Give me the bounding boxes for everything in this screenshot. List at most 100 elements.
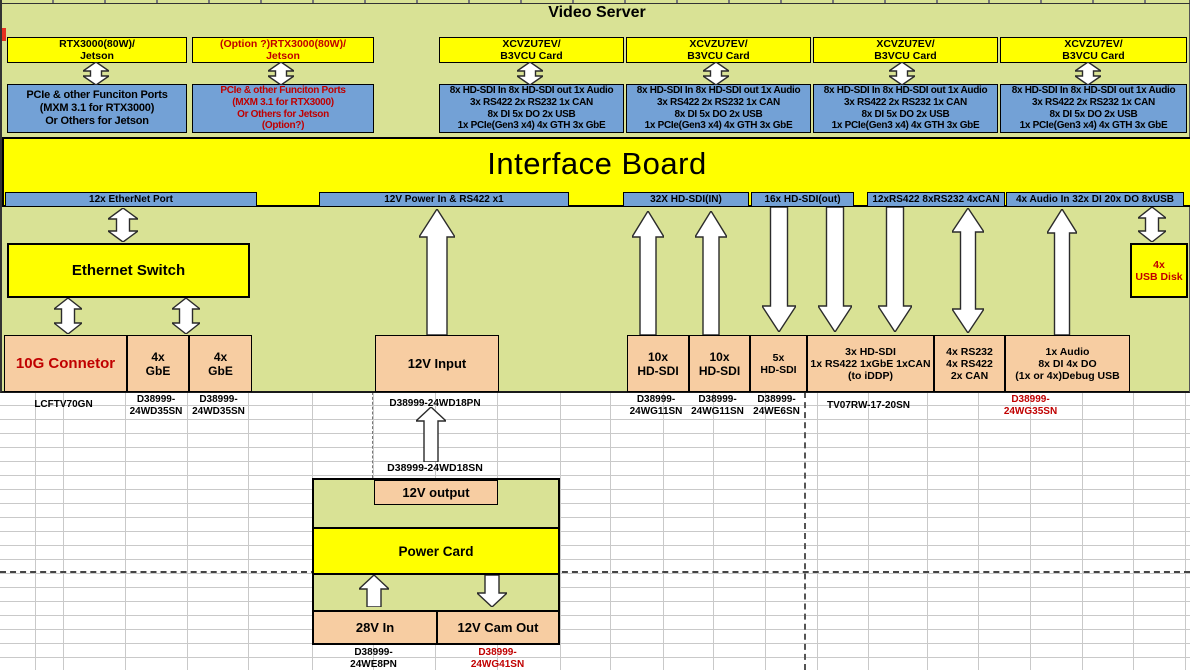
power-card-assembly[interactable]: Power Card 28V In 12V Cam Out 12V output bbox=[312, 478, 560, 645]
ethernet-switch[interactable]: Ethernet Switch bbox=[7, 243, 250, 298]
label-line: 24WG41SN bbox=[470, 658, 525, 670]
label-line: 1x PCIe(Gen3 x4) 4x GTH 3x GbE bbox=[457, 120, 606, 132]
box-10g-connector[interactable]: 10G Connetor bbox=[4, 335, 127, 392]
label-line: 4x RS232 bbox=[946, 345, 993, 358]
label-line: D38999-24WD18PN bbox=[389, 398, 481, 409]
grid-column-line bbox=[560, 392, 561, 670]
label-line: (to iDDP) bbox=[848, 369, 893, 382]
box-audio-di-do-usb[interactable]: 1x Audio 8x DI 4x DO (1x or 4x)Debug USB bbox=[1005, 335, 1130, 392]
label-line: XCVZU7EV/ bbox=[689, 38, 748, 50]
vcu-io-ports-2[interactable]: 8x HD-SDI In 8x HD-SDI out 1x Audio 3x R… bbox=[626, 84, 811, 133]
label-line: HD-SDI bbox=[698, 363, 741, 378]
label-line: 3x RS422 2x RS232 1x CAN bbox=[1032, 96, 1155, 108]
label-line: USB Disk bbox=[1135, 270, 1183, 283]
box-10x-hdsdi-1[interactable]: 10x HD-SDI bbox=[627, 335, 689, 392]
connector-24we6sn: D38999- 24WE6SN bbox=[748, 394, 805, 417]
vcu-card-2[interactable]: XCVZU7EV/ B3VCU Card bbox=[626, 37, 811, 63]
label-line: GbE bbox=[145, 363, 171, 378]
column-ticks bbox=[2, 0, 1190, 3]
grid-column-line bbox=[765, 392, 766, 670]
grid-column-line bbox=[1030, 392, 1031, 670]
vcu-card-1[interactable]: XCVZU7EV/ B3VCU Card bbox=[439, 37, 624, 63]
grid-column-line bbox=[663, 392, 664, 670]
grid-column-line bbox=[1185, 392, 1186, 670]
label-line: 1x Audio bbox=[1045, 345, 1090, 358]
label-line: D38999- bbox=[636, 394, 676, 405]
label-line: 1x RS422 1xGbE 1xCAN bbox=[810, 357, 931, 370]
label-line: XCVZU7EV/ bbox=[876, 38, 935, 50]
vcu-io-ports-3[interactable]: 8x HD-SDI In 8x HD-SDI out 1x Audio 3x R… bbox=[813, 84, 998, 133]
box-10x-hdsdi-2[interactable]: 10x HD-SDI bbox=[689, 335, 750, 392]
label-line: PCIe & other Funciton Ports bbox=[26, 89, 168, 101]
label-line: 8x DI 5x DO 2x USB bbox=[1049, 108, 1138, 120]
vcu-io-ports-4[interactable]: 8x HD-SDI In 8x HD-SDI out 1x Audio 3x R… bbox=[1000, 84, 1187, 133]
box-3x-hdsdi-iddp[interactable]: 3x HD-SDI 1x RS422 1xGbE 1xCAN (to iDDP) bbox=[807, 335, 934, 392]
label-line: (MXM 3.1 for RTX3000) bbox=[232, 96, 334, 108]
label-line: (Option?) bbox=[261, 120, 305, 132]
label-line: Jetson bbox=[80, 50, 114, 62]
grid-column-line bbox=[817, 392, 818, 670]
gpu-card[interactable]: RTX3000(80W)/ Jetson bbox=[7, 37, 187, 63]
port-serial[interactable]: 12xRS422 8xRS232 4xCAN bbox=[867, 192, 1005, 207]
grid-column-line bbox=[610, 392, 611, 670]
grid-column-line bbox=[927, 392, 928, 670]
connector-24wd18pn: D38999-24WD18PN bbox=[360, 398, 510, 410]
page-break-dashed-vertical-short bbox=[372, 392, 373, 478]
connector-24wg11sn-1: D38999- 24WG11SN bbox=[625, 394, 687, 417]
label-line: (MXM 3.1 for RTX3000) bbox=[39, 102, 155, 114]
label-line: D38999- bbox=[698, 394, 737, 405]
label-line: (1x or 4x)Debug USB bbox=[1015, 369, 1120, 382]
label-line: B3VCU Card bbox=[687, 50, 750, 62]
grid-column-line bbox=[978, 392, 979, 670]
port-sdi-in[interactable]: 32X HD-SDI(IN) bbox=[623, 192, 749, 207]
connector-tv07rw: TV07RW-17-20SN bbox=[805, 400, 932, 412]
box-4x-gbe-1[interactable]: 4x GbE bbox=[127, 335, 189, 392]
label-line: D38999- bbox=[354, 647, 393, 658]
diagram-background: Video Server RTX3000(80W)/ Jetson (Optio… bbox=[0, 0, 1190, 393]
grid-column-line bbox=[35, 392, 36, 670]
box-rs232-rs422-can[interactable]: 4x RS232 4x RS422 2x CAN bbox=[934, 335, 1005, 392]
grid-column-line bbox=[1133, 392, 1134, 670]
label-line: 8x HD-SDI In 8x HD-SDI out 1x Audio bbox=[823, 84, 988, 96]
power-12v-output[interactable]: 12V output bbox=[374, 480, 498, 505]
label-line: Ethernet Switch bbox=[71, 262, 186, 279]
label-line: XCVZU7EV/ bbox=[502, 38, 561, 50]
label-line: D38999- bbox=[136, 394, 176, 405]
gpu-card-option[interactable]: (Option ?)RTX3000(80W)/ Jetson bbox=[192, 37, 374, 63]
connector-24wg35sn: D38999- 24WG35SN bbox=[968, 394, 1093, 417]
label-line: LCFTV70GN bbox=[34, 399, 93, 410]
power-12v-cam-out[interactable]: 12V Cam Out bbox=[437, 610, 558, 643]
interface-board-label: Interface Board bbox=[487, 146, 707, 181]
connector-24wd35sn-2: D38999- 24WD35SN bbox=[187, 394, 250, 417]
usb-disk[interactable]: 4x USB Disk bbox=[1130, 243, 1188, 298]
port-sdi-out[interactable]: 16x HD-SDI(out) bbox=[751, 192, 854, 207]
box-4x-gbe-2[interactable]: 4x GbE bbox=[189, 335, 252, 392]
box-12v-input[interactable]: 12V Input bbox=[375, 335, 499, 392]
connector-24wg11sn-2: D38999- 24WG11SN bbox=[687, 394, 748, 417]
box-5x-hdsdi[interactable]: 5x HD-SDI bbox=[750, 335, 807, 392]
label-line: 24WE8PN bbox=[350, 658, 397, 670]
label-line: (Option ?)RTX3000(80W)/ bbox=[219, 38, 346, 50]
diagram-title: Video Server bbox=[548, 4, 646, 21]
port-power-in[interactable]: 12V Power In & RS422 x1 bbox=[319, 192, 569, 207]
power-28v-in[interactable]: 28V In bbox=[314, 610, 437, 643]
vcu-io-ports-1[interactable]: 8x HD-SDI In 8x HD-SDI out 1x Audio 3x R… bbox=[439, 84, 624, 133]
label-line: 12V Input bbox=[407, 356, 467, 371]
port-ethernet[interactable]: 12x EtherNet Port bbox=[5, 192, 257, 207]
gpu-io-ports[interactable]: PCIe & other Funciton Ports (MXM 3.1 for… bbox=[7, 84, 187, 133]
label-line: 8x DI 5x DO 2x USB bbox=[674, 108, 763, 120]
label-line: 4x bbox=[151, 349, 165, 364]
port-audio-usb[interactable]: 4x Audio In 32x DI 20x DO 8xUSB bbox=[1006, 192, 1184, 207]
label-line: 4x RS422 bbox=[946, 357, 993, 370]
label-line: D38999- bbox=[199, 394, 238, 405]
label-line: 24WD35SN bbox=[192, 405, 245, 417]
red-marker bbox=[2, 28, 6, 41]
power-card[interactable]: Power Card bbox=[314, 527, 558, 575]
sheet-top-border bbox=[2, 3, 1190, 4]
vcu-card-3[interactable]: XCVZU7EV/ B3VCU Card bbox=[813, 37, 998, 63]
gpu-io-ports-option[interactable]: PCIe & other Funciton Ports (MXM 3.1 for… bbox=[192, 84, 374, 133]
vcu-card-4[interactable]: XCVZU7EV/ B3VCU Card bbox=[1000, 37, 1187, 63]
label-line: B3VCU Card bbox=[1062, 50, 1125, 62]
label-line: 1x PCIe(Gen3 x4) 4x GTH 3x GbE bbox=[831, 120, 980, 132]
